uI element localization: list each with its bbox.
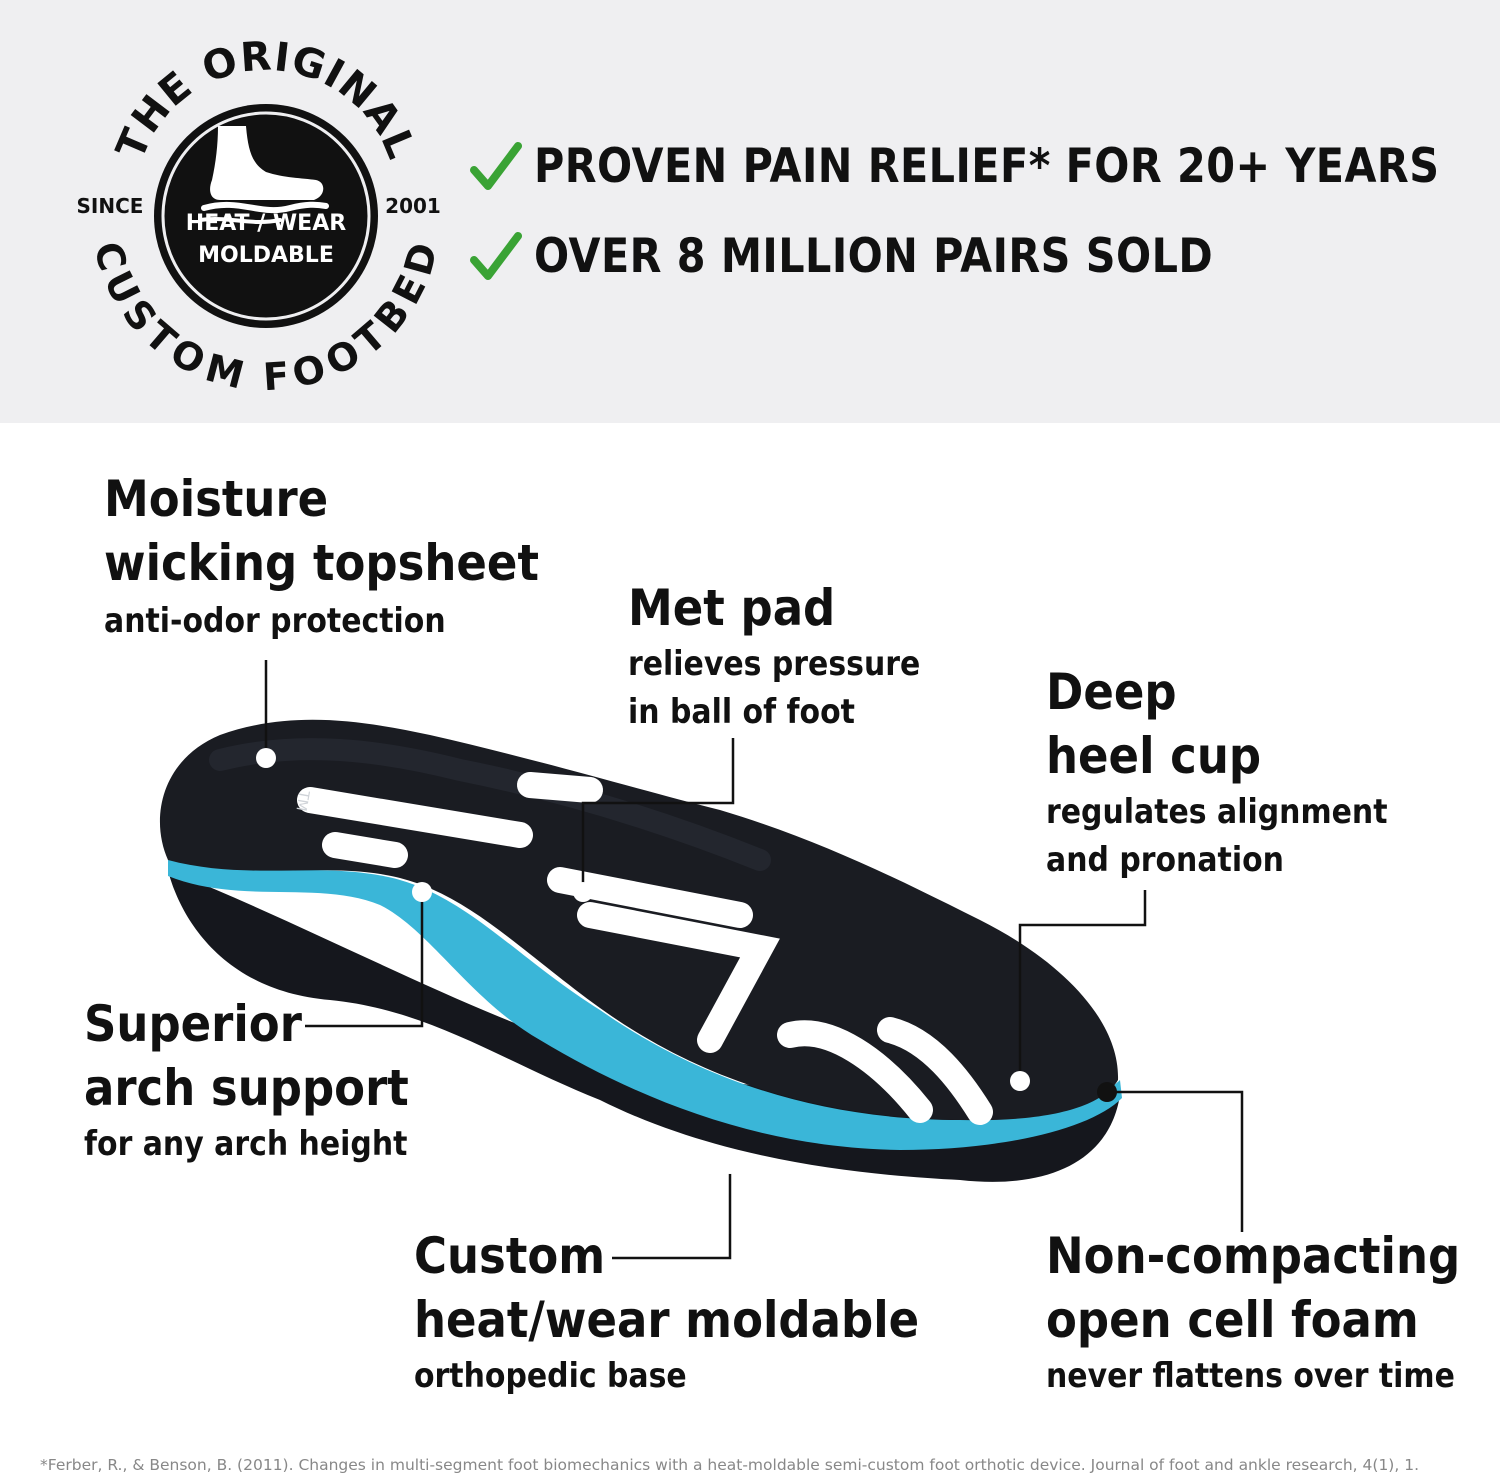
feature-moisture-wicking: Moisture wicking topsheet anti-odor prot… [104, 467, 587, 645]
feature-arch-support: Superior arch support for any arch heigh… [84, 992, 452, 1168]
feature-subtitle: anti-odor protection [104, 601, 446, 641]
original-footbed-seal: THE ORIGINAL CUSTOM FOOTBED HEAT / WEAR … [77, 40, 446, 390]
claim-pain-relief: PROVEN PAIN RELIEF* FOR 20+ YEARS [470, 134, 1500, 198]
feature-title: Met pad [628, 579, 836, 637]
claim-text: OVER 8 MILLION PAIRS SOLD [534, 228, 1214, 284]
claim-text: PROVEN PAIN RELIEF* FOR 20+ YEARS [534, 138, 1440, 194]
feature-title: Custom [414, 1227, 606, 1285]
seal-year: 2001 [385, 194, 441, 218]
callout-dots [256, 748, 1117, 1174]
feature-title: open cell foam [1046, 1291, 1419, 1349]
check-icon [470, 142, 522, 190]
insole-shape: TM [159, 719, 1122, 1182]
feature-title: wicking topsheet [104, 534, 539, 592]
leader-lines [264, 660, 1244, 1260]
seal-since-label: SINCE [77, 194, 144, 218]
feature-title: Moisture [104, 470, 329, 528]
insole-illustration: TM [159, 660, 1244, 1260]
claim-pairs-sold: OVER 8 MILLION PAIRS SOLD [470, 224, 1306, 288]
seal-circle [154, 104, 378, 328]
feature-subtitle: relieves pressure [628, 644, 921, 684]
feature-title: Superior [84, 995, 302, 1053]
feature-deep-heel-cup: Deep heel cup regulates alignment and pr… [1046, 660, 1434, 884]
feature-met-pad: Met pad relieves pressure in ball of foo… [628, 576, 960, 736]
feature-title: arch support [84, 1059, 409, 1117]
feature-subtitle: regulates alignment [1046, 792, 1388, 832]
feature-subtitle: never flattens over time [1046, 1356, 1455, 1396]
seal-center-line2: MOLDABLE [198, 243, 334, 268]
feature-subtitle: for any arch height [84, 1124, 408, 1164]
check-icon [470, 232, 522, 280]
feature-title: Non-compacting [1046, 1227, 1461, 1285]
feature-title: heat/wear moldable [414, 1291, 920, 1349]
seal-center-line1: HEAT / WEAR [186, 211, 346, 236]
footnote-citation: *Ferber, R., & Benson, B. (2011). Change… [40, 1456, 1420, 1474]
foot-icon [198, 126, 329, 224]
feature-title: Deep [1046, 663, 1177, 721]
feature-subtitle: in ball of foot [628, 692, 855, 732]
feature-subtitle: orthopedic base [414, 1356, 687, 1396]
feature-title: heel cup [1046, 727, 1262, 785]
feature-subtitle: and pronation [1046, 840, 1284, 880]
feature-open-cell-foam: Non-compacting open cell foam never flat… [1046, 1224, 1500, 1400]
svg-text:TM: TM [292, 788, 312, 812]
seal-inner-ring [161, 111, 371, 321]
feature-moldable-base: Custom heat/wear moldable orthopedic bas… [414, 1224, 975, 1400]
